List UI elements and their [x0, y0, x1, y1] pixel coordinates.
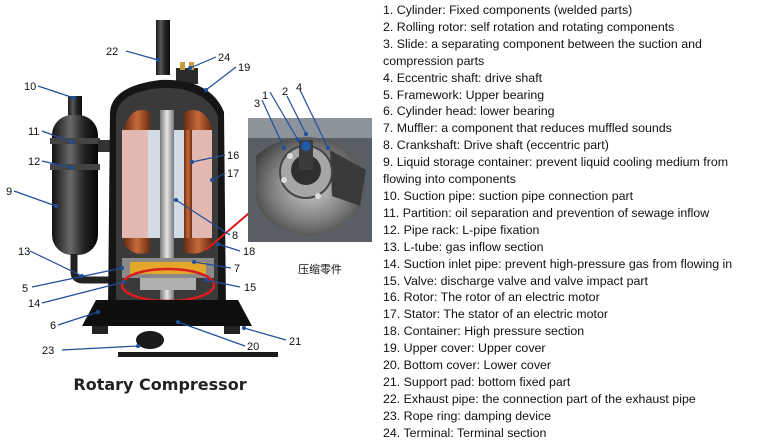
legend-item-23: 23. Rope ring: damping device — [383, 408, 552, 423]
callout-18: 18 — [243, 246, 255, 258]
callout-4: 4 — [296, 82, 302, 94]
legend-item-21: 21. Support pad: bottom fixed part — [383, 374, 571, 389]
legend-item-4: 4. Eccentric shaft: drive shaft — [383, 70, 543, 85]
callout-16: 16 — [227, 150, 239, 162]
legend-item-5: 5. Framework: Upper bearing — [383, 87, 545, 102]
callout-21: 21 — [289, 336, 301, 348]
legend-item-12: 12. Pipe rack: L-pipe fixation — [383, 222, 540, 237]
figure-caption: Rotary Compressor — [73, 375, 247, 394]
legend-item-22: 22. Exhaust pipe: the connection part of… — [383, 391, 696, 406]
callout-11: 11 — [28, 126, 39, 138]
callout-1: 1 — [262, 90, 268, 102]
callout-10: 10 — [24, 81, 36, 93]
callout-8: 8 — [232, 230, 238, 242]
legend-item-15: 15. Valve: discharge valve and valve imp… — [383, 273, 648, 288]
pump-parts-photo — [248, 118, 372, 242]
callout-13: 13 — [18, 246, 30, 258]
callout-2: 2 — [282, 86, 288, 98]
callout-6: 6 — [50, 320, 56, 332]
callout-20: 20 — [247, 341, 259, 353]
legend-item-20: 20. Bottom cover: Lower cover — [383, 358, 552, 373]
callout-14: 14 — [28, 298, 40, 310]
legend-item-16: 16. Rotor: The rotor of an electric moto… — [383, 290, 600, 305]
legend-item-1: 1. Cylinder: Fixed components (welded pa… — [383, 3, 633, 17]
legend-item-8: 8. Crankshaft: Drive shaft (eccentric pa… — [383, 138, 609, 153]
legend-item-19: 19. Upper cover: Upper cover — [383, 341, 546, 356]
compressor-diagram: 1 2 3 4 5 6 7 8 9 10 11 12 13 14 15 16 1… — [6, 20, 372, 357]
legend-item-2: 2. Rolling rotor: self rotation and rota… — [383, 19, 675, 34]
callout-12: 12 — [28, 156, 40, 168]
legend-item-7: 7. Muffler: a component that reduces muf… — [383, 121, 672, 136]
legend-item-11: 11. Partition: oil separation and preven… — [383, 205, 710, 220]
parts-photo-caption: 压缩零件 — [298, 263, 342, 276]
legend-item-14: 14. Suction inlet pipe: prevent high-pre… — [383, 256, 733, 271]
legend-item-9: 9. Liquid storage container: prevent liq… — [383, 155, 729, 187]
callout-3: 3 — [254, 98, 260, 110]
callout-17: 17 — [227, 168, 239, 180]
callout-5: 5 — [22, 283, 28, 295]
legend-item-6: 6. Cylinder head: lower bearing — [383, 104, 555, 119]
callout-numbers: 1 2 3 4 5 6 7 8 9 10 11 12 13 14 15 16 1… — [6, 46, 302, 357]
legend-item-24: 24. Terminal: Terminal section — [383, 425, 547, 440]
callout-7: 7 — [234, 263, 240, 275]
callout-9: 9 — [6, 186, 12, 198]
accumulator-tank — [50, 96, 118, 284]
parts-legend: 1. Cylinder: Fixed components (welded pa… — [383, 2, 759, 442]
callout-22: 22 — [106, 46, 118, 58]
callout-15: 15 — [244, 282, 256, 294]
legend-item-13: 13. L-tube: gas inflow section — [383, 239, 544, 254]
callout-19: 19 — [238, 62, 250, 74]
legend-item-3: 3. Slide: a separating component between… — [383, 36, 702, 68]
legend-item-18: 18. Container: High pressure section — [383, 324, 585, 339]
callout-23: 23 — [42, 345, 54, 357]
legend-item-10: 10. Suction pipe: suction pipe connectio… — [383, 188, 634, 203]
legend-item-17: 17. Stator: The stator of an electric mo… — [383, 307, 608, 322]
compressor-shell — [82, 20, 278, 357]
callout-24: 24 — [218, 52, 230, 64]
leader-lines — [13, 50, 330, 351]
